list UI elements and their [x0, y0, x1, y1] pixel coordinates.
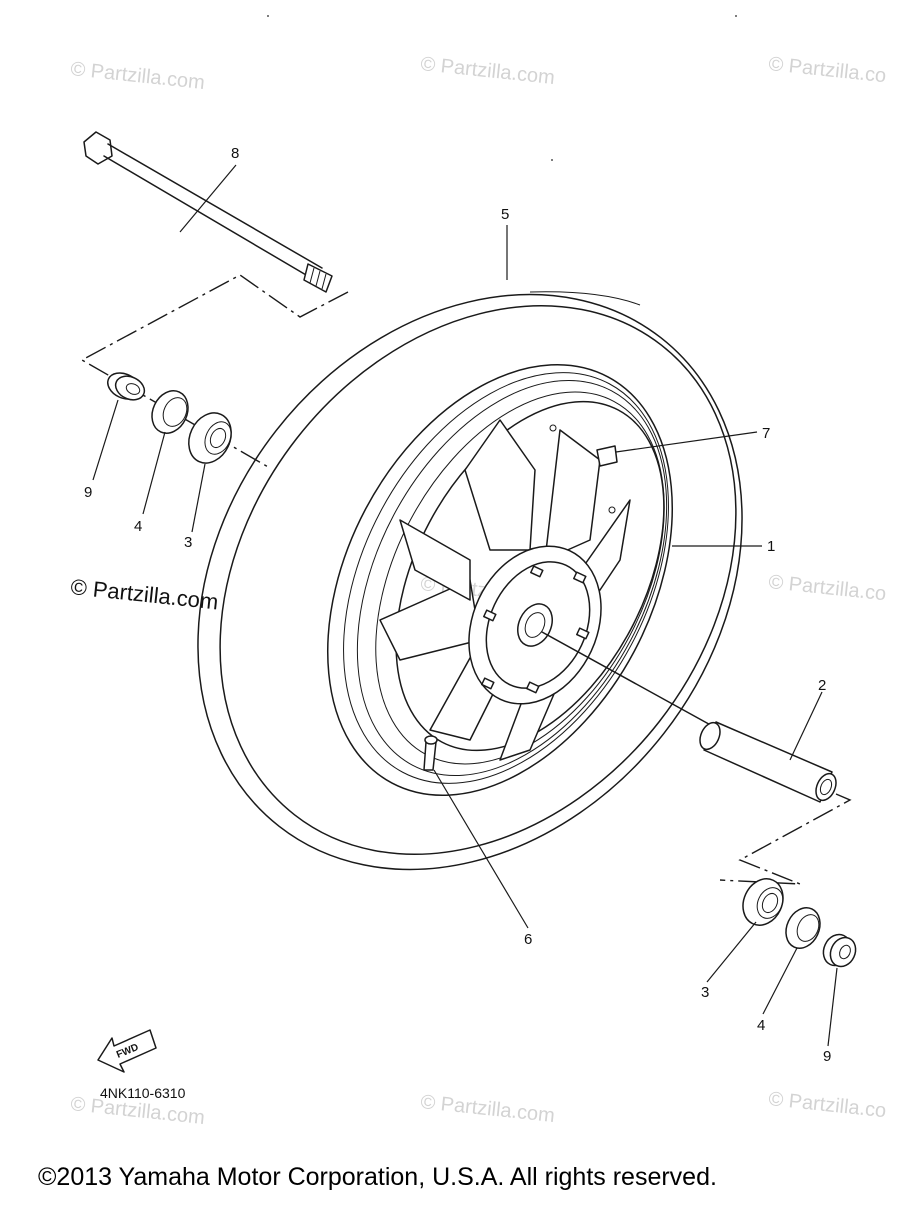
fwd-arrow-icon: FWD: [97, 1029, 157, 1073]
callout-spacer-right: 9: [823, 1048, 831, 1065]
watermark: © Partzilla.com: [419, 1091, 555, 1127]
collar: [541, 631, 837, 803]
diagram-code: 4NK110-6310: [100, 1085, 186, 1101]
callout-bearing-right: 3: [701, 984, 709, 1001]
wheel-hub: [468, 545, 602, 705]
callout-wheel: 1: [767, 538, 775, 555]
oil-seal-right: [785, 907, 821, 949]
callout-valve: 6: [524, 931, 532, 948]
watermark: © Partzilla.co: [767, 571, 887, 605]
assembly-line-right: [719, 793, 852, 885]
callout-oil-seal-right: 4: [757, 1017, 765, 1034]
callout-balance-weight: 7: [762, 425, 770, 442]
callout-collar: 2: [818, 677, 826, 694]
callout-axle: 8: [231, 145, 239, 162]
speck: [551, 159, 553, 161]
tire-valve: [423, 735, 438, 771]
copyright-notice: ©2013 Yamaha Motor Corporation, U.S.A. A…: [38, 1163, 717, 1191]
speck: [267, 15, 269, 17]
balance-weight: [549, 424, 618, 514]
axle: [83, 131, 333, 293]
spacer-right: [822, 933, 857, 968]
callout-spacer-left: 9: [84, 484, 92, 501]
callout-oil-seal-left: 4: [134, 518, 142, 535]
watermark: © Partzilla.com: [69, 58, 205, 94]
leader-lines: [92, 164, 838, 1047]
bearing-right: [742, 878, 784, 926]
callout-tire: 5: [501, 206, 509, 223]
watermark-dark: © Partzilla.com: [69, 574, 219, 614]
spacer-left: [107, 372, 146, 401]
wheel-spokes: [379, 419, 631, 761]
speck: [735, 15, 737, 17]
oil-seal-left: [151, 390, 189, 434]
assembly-line-left: [80, 274, 349, 469]
watermark: © Partzilla.co: [767, 53, 887, 87]
watermark: © Partzilla.co: [767, 1088, 887, 1122]
tire: [197, 291, 743, 871]
watermark: © Partzilla.com: [419, 53, 555, 89]
callout-bearing-left: 3: [184, 534, 192, 551]
bearing-left: [188, 412, 232, 464]
wheel-rim: [326, 363, 674, 797]
